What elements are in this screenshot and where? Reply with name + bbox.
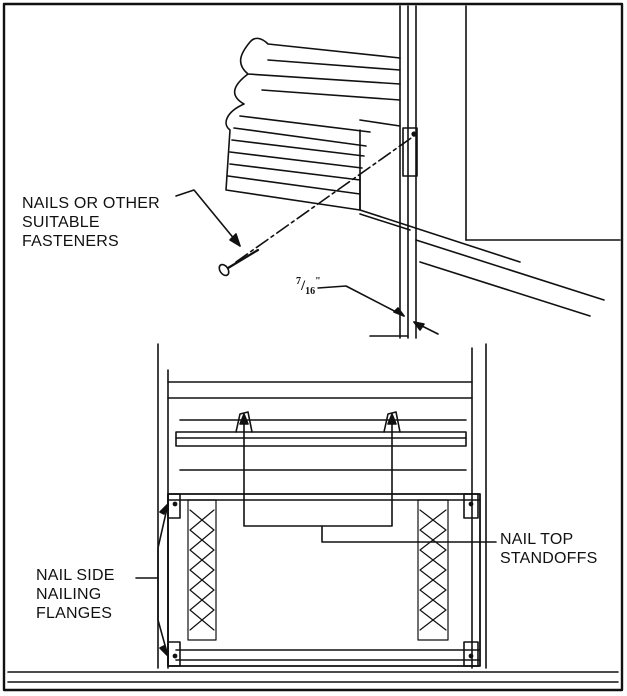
dimension-arrow-right: [413, 321, 425, 331]
duct-body-outline: [225, 37, 401, 211]
fasteners-leader: [175, 189, 241, 247]
upper-detail-view: [175, 5, 621, 339]
label-dimension: 7/16": [296, 276, 321, 297]
floor-line: [359, 213, 411, 231]
flange-nail-hole: [172, 501, 178, 507]
duct-line: [229, 163, 361, 181]
flange-nail-hole: [172, 653, 178, 659]
label-top-standoffs-line-2: STANDOFFS: [500, 550, 598, 567]
floor-line: [415, 239, 605, 301]
top-standoff-left: [235, 411, 253, 433]
label-side-flanges: NAIL SIDE NAILING FLANGES: [36, 566, 115, 623]
standoff-arrow-left: [239, 413, 249, 425]
dimension-leader: [317, 285, 405, 317]
side-flange-bottom-right: [463, 641, 479, 667]
standoff-connector: [321, 525, 497, 543]
dimension-denominator: 16: [305, 286, 316, 297]
duct-line: [239, 115, 371, 133]
flange-nail-hole: [468, 653, 474, 659]
standoff-arrow-right: [387, 413, 397, 425]
side-flange-top-right: [463, 493, 479, 519]
label-fasteners-line-2: SUITABLE: [22, 214, 100, 231]
duct-line: [261, 89, 401, 101]
top-panel: [175, 431, 467, 447]
dimension-unit: ": [315, 276, 321, 287]
label-side-flanges-line-1: NAIL SIDE: [36, 567, 115, 584]
side-flange-bracket: [135, 503, 169, 657]
nail-head: [218, 263, 230, 277]
duct-line: [267, 59, 401, 71]
filter-media-left: [187, 499, 217, 641]
flange-nail-hole: [468, 501, 474, 507]
side-flange-arrow-top: [159, 503, 169, 515]
duct-line: [229, 151, 363, 169]
duct-line: [227, 175, 361, 195]
duct-side: [359, 119, 401, 127]
duct-line: [233, 127, 367, 147]
floor-line: [359, 209, 521, 263]
label-top-standoffs-line-1: NAIL TOP: [500, 531, 574, 548]
fasteners-arrow: [229, 233, 241, 247]
nail-shank: [226, 248, 260, 270]
label-top-standoffs: NAIL TOP STANDOFFS: [500, 530, 598, 568]
label-side-flanges-line-2: NAILING: [36, 586, 102, 603]
label-fasteners-line-1: NAILS OR OTHER: [22, 195, 160, 212]
label-fasteners: NAILS OR OTHER SUITABLE FASTENERS: [22, 194, 160, 251]
standoff-leader: [243, 415, 393, 527]
duct-line: [231, 139, 365, 157]
lower-detail-view: [7, 343, 619, 683]
top-standoff-right: [383, 411, 401, 433]
filter-frame: [167, 493, 481, 667]
floor-line: [419, 261, 591, 317]
dimension-numerator: 7: [296, 276, 301, 287]
nailing-flange-bracket: [402, 127, 418, 177]
label-side-flanges-line-3: FLANGES: [36, 605, 113, 622]
nail-trajectory-line: [235, 135, 415, 263]
filter-media-right: [417, 499, 449, 641]
label-fasteners-line-3: FASTENERS: [22, 233, 119, 250]
side-flange-arrow-bottom: [159, 645, 169, 657]
dimension-arrow-left: [393, 307, 405, 317]
